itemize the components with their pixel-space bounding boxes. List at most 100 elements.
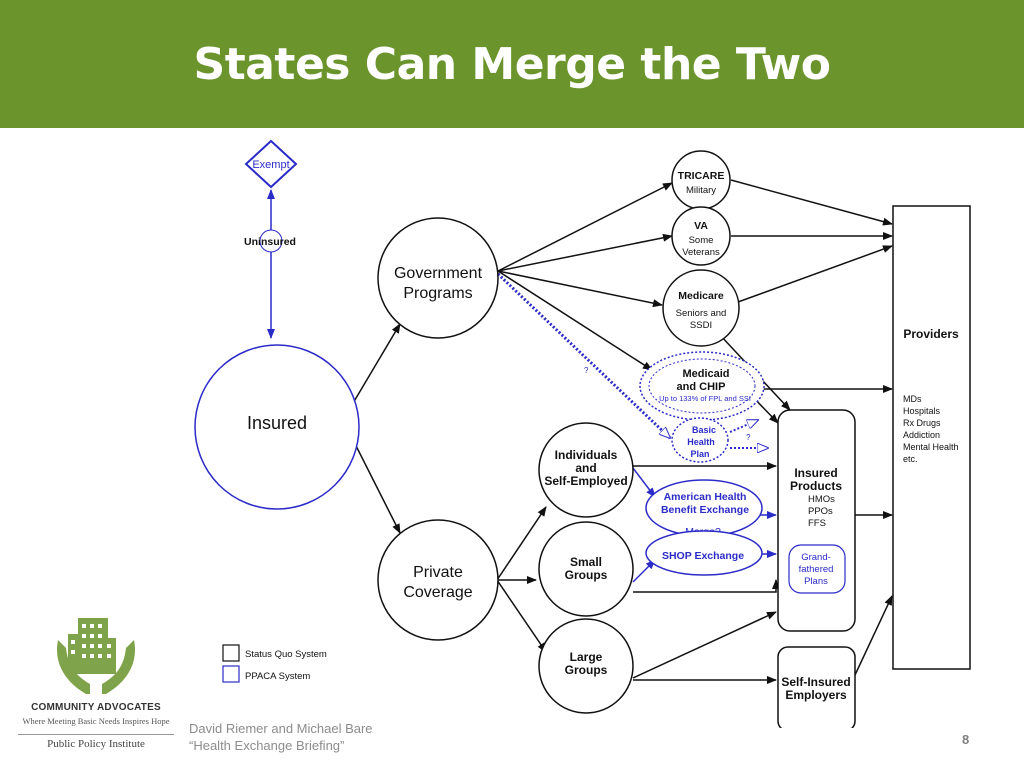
grandfathered-line2: fathered bbox=[799, 564, 834, 575]
arrow-small-products bbox=[633, 579, 780, 593]
logo-tagline: Where Meeting Basic Needs Inspires Hope bbox=[22, 716, 170, 726]
arrow-gov-va bbox=[497, 233, 673, 272]
individuals-line1: Individuals bbox=[555, 448, 618, 462]
providers-item-addiction: Addiction bbox=[903, 430, 940, 440]
medicaid-title-line2: and CHIP bbox=[677, 381, 726, 393]
legend: Status Quo System PPACA System bbox=[222, 644, 327, 683]
node-self-insured-employers: Self-Insured Employers bbox=[777, 646, 856, 728]
products-title-line2: Products bbox=[790, 479, 842, 493]
node-tricare: TRICARE Military bbox=[671, 150, 731, 210]
medicaid-title-line1: Medicaid bbox=[682, 368, 729, 380]
providers-item-rx-drugs: Rx Drugs bbox=[903, 418, 941, 428]
basic-health-line3: Plan bbox=[690, 449, 709, 459]
arrow-basic-products-a bbox=[729, 419, 758, 433]
node-grandfathered-plans: Grand- fathered Plans bbox=[788, 544, 846, 594]
arrow-private-large bbox=[496, 579, 547, 653]
arrow-private-individuals bbox=[496, 506, 547, 581]
node-individuals: Individuals and Self-Employed bbox=[538, 422, 634, 518]
node-private-coverage: Private Coverage bbox=[377, 519, 499, 641]
gov-label-line1: Government bbox=[394, 265, 483, 282]
arrow-gov-tricare bbox=[497, 182, 673, 272]
logo-org-name: COMMUNITY ADVOCATES bbox=[31, 702, 161, 713]
coverage-flow-diagram: Exempt Uninsured Insured Government Prog… bbox=[194, 139, 971, 728]
arrow-medicare-providers bbox=[737, 245, 893, 303]
va-sub-line1: Some bbox=[689, 235, 714, 246]
tricare-title: TRICARE bbox=[678, 170, 725, 182]
node-uninsured: Uninsured bbox=[244, 229, 296, 253]
legend-swatch-ppaca bbox=[222, 665, 240, 683]
large-groups-line1: Large bbox=[570, 650, 603, 664]
node-large-groups: Large Groups bbox=[538, 618, 634, 714]
footer-talk-line: “Health Exchange Briefing” bbox=[189, 738, 345, 753]
private-label-line2: Coverage bbox=[403, 584, 472, 601]
node-small-groups: Small Groups bbox=[538, 521, 634, 617]
small-groups-line1: Small bbox=[570, 555, 602, 569]
grandfathered-line1: Grand- bbox=[801, 552, 831, 563]
arrow-tricare-providers bbox=[730, 179, 893, 226]
legend-label-status-quo: Status Quo System bbox=[245, 649, 327, 660]
slide-title: States Can Merge the Two bbox=[193, 38, 831, 90]
legend-label-ppaca: PPACA System bbox=[245, 671, 310, 682]
products-title-line1: Insured bbox=[794, 466, 837, 480]
community-advocates-logo: COMMUNITY ADVOCATES Where Meeting Basic … bbox=[10, 610, 182, 750]
large-groups-line2: Groups bbox=[565, 663, 608, 677]
arrow-small-shop bbox=[632, 559, 656, 583]
exchange-line2: Benefit Exchange bbox=[661, 504, 749, 516]
medicare-sub-line1: Seniors and bbox=[676, 308, 727, 319]
arrow-individuals-exchange bbox=[632, 467, 656, 498]
footer-credit: David Riemer and Michael Bare “Health Ex… bbox=[189, 720, 373, 754]
exchange-line1: American Health bbox=[664, 491, 747, 503]
node-providers: Providers MDs Hospitals Rx Drugs Addicti… bbox=[892, 205, 971, 670]
providers-item-etc: etc. bbox=[903, 454, 918, 464]
medicaid-sub: Up to 133% of FPL and SSI bbox=[659, 394, 751, 403]
individuals-line2: and bbox=[575, 461, 596, 475]
va-title: VA bbox=[694, 220, 708, 232]
medicare-sub-line2: SSDI bbox=[690, 320, 712, 331]
node-insured: Insured bbox=[194, 344, 360, 510]
tricare-sub: Military bbox=[686, 185, 716, 196]
node-medicaid-chip: Medicaid and CHIP Up to 133% of FPL and … bbox=[639, 351, 765, 421]
legend-swatch-status-quo bbox=[222, 644, 240, 662]
grandfathered-line3: Plans bbox=[804, 576, 828, 587]
node-basic-health-plan: Basic Health Plan bbox=[671, 417, 729, 463]
arrow-large-products bbox=[632, 611, 777, 679]
self-insured-line1: Self-Insured bbox=[781, 675, 850, 689]
node-va: VA Some Veterans bbox=[671, 206, 731, 266]
providers-item-mds: MDs bbox=[903, 394, 922, 404]
arrow-selfinsured-providers bbox=[854, 595, 893, 676]
providers-item-hospitals: Hospitals bbox=[903, 406, 941, 416]
gov-label-line2: Programs bbox=[403, 285, 472, 302]
insured-label: Insured bbox=[247, 413, 307, 433]
products-item-hmos: HMOs bbox=[808, 494, 835, 505]
medicare-title: Medicare bbox=[678, 290, 724, 302]
individuals-line3: Self-Employed bbox=[544, 474, 627, 488]
page-number: 8 bbox=[962, 732, 970, 747]
node-medicare: Medicare Seniors and SSDI bbox=[662, 269, 740, 347]
node-insured-products: Insured Products HMOs PPOs FFS bbox=[777, 409, 856, 632]
logo-institute: Public Policy Institute bbox=[47, 738, 145, 750]
va-sub-line2: Veterans bbox=[682, 247, 720, 258]
logo-divider bbox=[18, 734, 174, 735]
footer-author-line: David Riemer and Michael Bare bbox=[189, 721, 373, 736]
logo-hands-building-icon bbox=[57, 618, 135, 694]
small-groups-line2: Groups bbox=[565, 568, 608, 582]
arrow-gov-basic-health bbox=[496, 272, 670, 438]
node-american-health-benefit-exchange: American Health Benefit Exchange Merge? bbox=[645, 479, 763, 538]
providers-item-mental-health: Mental Health bbox=[903, 442, 959, 452]
question-mark-gov-basic: ? bbox=[584, 366, 589, 375]
uninsured-label: Uninsured bbox=[244, 236, 296, 248]
title-bar: States Can Merge the Two bbox=[0, 0, 1024, 128]
exempt-label: Exempt bbox=[252, 159, 289, 171]
basic-health-line2: Health bbox=[687, 437, 715, 447]
products-item-ppos: PPOs bbox=[808, 506, 833, 517]
node-government-programs: Government Programs bbox=[377, 217, 499, 339]
self-insured-line2: Employers bbox=[785, 688, 847, 702]
shop-exchange-label: SHOP Exchange bbox=[662, 550, 744, 562]
private-label-line1: Private bbox=[413, 564, 463, 581]
basic-health-line1: Basic bbox=[692, 425, 716, 435]
providers-title: Providers bbox=[903, 327, 959, 341]
arrow-gov-medicare bbox=[497, 270, 663, 308]
node-shop-exchange: SHOP Exchange bbox=[645, 530, 763, 576]
arrow-gov-medicaid bbox=[497, 270, 653, 371]
node-exempt: Exempt bbox=[244, 139, 298, 189]
